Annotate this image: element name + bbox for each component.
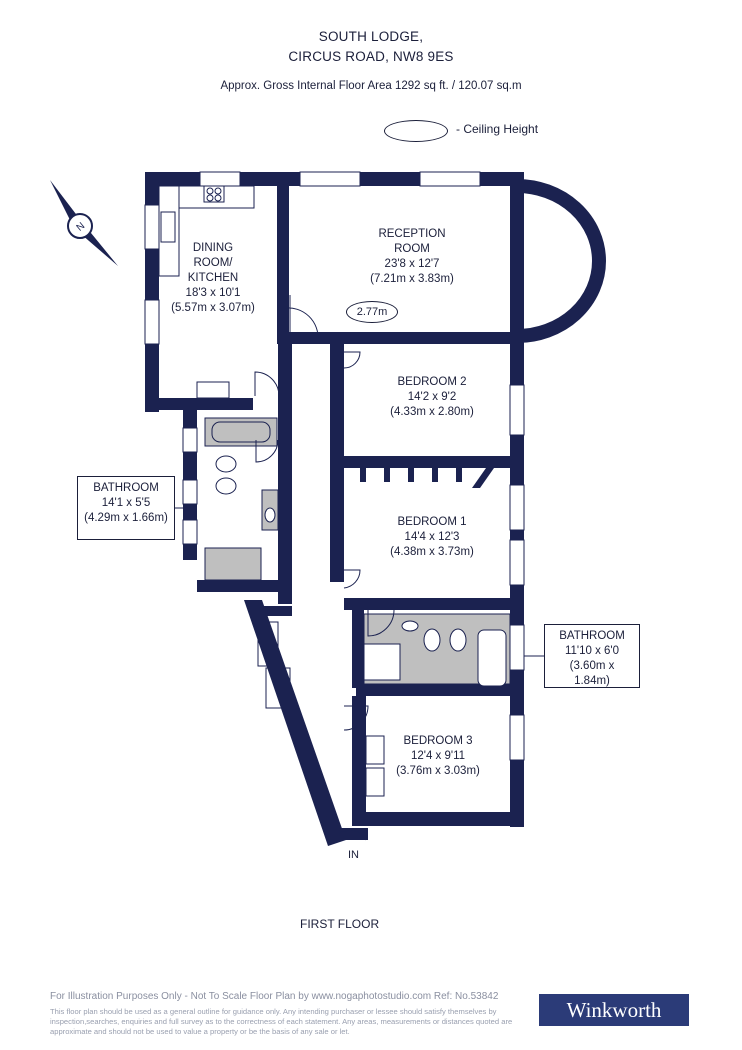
sink-icon <box>264 507 276 523</box>
room-reception-line4: (7.21m x 3.83m) <box>370 273 454 285</box>
room-dining-line3: KITCHEN <box>187 272 239 284</box>
room-dining-line1: DINING <box>192 242 234 254</box>
bathroom-left-callout: BATHROOM 14'1 x 5'5 (4.29m x 1.66m) <box>77 476 175 540</box>
bathroom-left-line2: 14'1 x 5'5 <box>101 497 151 509</box>
property-address: CIRCUS ROAD, NW8 9ES <box>288 49 454 64</box>
bathroom-left-line3: (4.29m x 1.66m) <box>84 512 168 524</box>
property-name: SOUTH LODGE, <box>318 29 424 44</box>
room-reception-line1: RECEPTION <box>378 228 446 240</box>
bathroom-right-callout: BATHROOM 11'10 x 6'0 (3.60m x 1.84m) <box>544 624 640 688</box>
compass-icon: N <box>50 180 118 266</box>
room-bedroom1-line1: BEDROOM 1 <box>397 516 467 528</box>
bidet-right-icon <box>449 628 467 652</box>
bidet-icon <box>215 477 237 495</box>
toilet-right-icon <box>423 628 441 652</box>
room-bedroom2-line2: 14'2 x 9'2 <box>407 391 457 403</box>
footer-credit: For Illustration Purposes Only - Not To … <box>50 991 499 1002</box>
room-bedroom-2: BEDROOM 2 14'2 x 9'2 (4.33m x 2.80m) <box>377 375 487 420</box>
room-bedroom1-line3: (4.38m x 3.73m) <box>390 546 474 558</box>
floor-area: Approx. Gross Internal Floor Area 1292 s… <box>220 80 522 92</box>
hob-icon <box>203 185 225 203</box>
room-dining-line2: ROOM/ <box>193 257 233 269</box>
room-reception: RECEPTION ROOM 23'8 x 12'7 (7.21m x 3.83… <box>352 227 472 287</box>
room-bedroom3-line2: 12'4 x 9'11 <box>410 750 466 762</box>
room-bedroom1-line2: 14'4 x 12'3 <box>404 531 460 543</box>
room-dining-line5: (5.57m x 3.07m) <box>171 302 255 314</box>
toilet-icon <box>215 455 237 473</box>
ceiling-height-legend-text: - Ceiling Height <box>456 122 539 136</box>
entrance-label: IN <box>348 849 359 861</box>
bath-right-tub <box>477 629 507 687</box>
room-reception-line3: 23'8 x 12'7 <box>384 258 440 270</box>
shower-left <box>204 547 262 581</box>
footer-disclaimer: This floor plan should be used as a gene… <box>50 1007 513 1036</box>
room-bedroom-3: BEDROOM 3 12'4 x 9'11 (3.76m x 3.03m) <box>383 734 493 779</box>
shower-right <box>363 643 401 681</box>
room-dining-line4: 18'3 x 10'1 <box>185 287 241 299</box>
ceiling-height-value: 2.77m <box>346 301 398 323</box>
floor-label: FIRST FLOOR <box>300 917 380 931</box>
room-bedroom2-line3: (4.33m x 2.80m) <box>390 406 474 418</box>
bathroom-left-line1: BATHROOM <box>93 482 159 494</box>
bathroom-right-line1: BATHROOM <box>559 630 625 642</box>
room-dining-kitchen: DINING ROOM/ KITCHEN 18'3 x 10'1 (5.57m … <box>163 241 263 316</box>
room-bedroom2-line1: BEDROOM 2 <box>397 376 467 388</box>
room-bedroom3-line1: BEDROOM 3 <box>403 735 473 747</box>
bathroom-right-line2: 11'10 x 6'0 <box>564 645 620 657</box>
ceiling-height-legend-icon <box>384 120 448 142</box>
winkworth-logo: Winkworth <box>539 994 689 1026</box>
room-bedroom-1: BEDROOM 1 14'4 x 12'3 (4.38m x 3.73m) <box>372 515 492 560</box>
bathroom-right-line3: (3.60m x 1.84m) <box>569 660 615 687</box>
room-reception-line2: ROOM <box>394 243 430 255</box>
room-bedroom3-line3: (3.76m x 3.03m) <box>396 765 480 777</box>
kitchen-sink-icon <box>160 211 176 243</box>
basin-right-icon <box>401 620 419 632</box>
